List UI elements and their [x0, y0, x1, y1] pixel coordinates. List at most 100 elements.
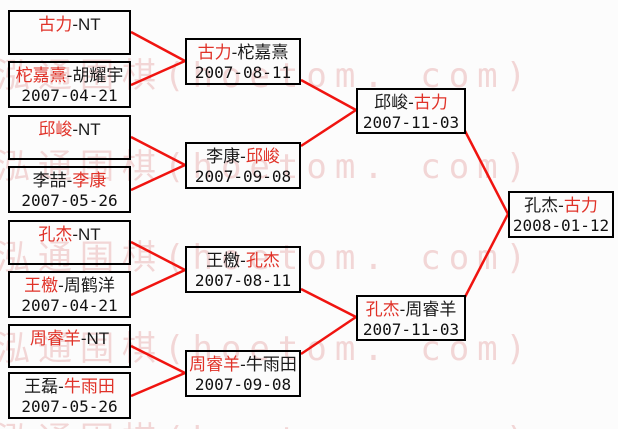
player-2: NT: [86, 329, 110, 348]
match-date: 2007-08-11: [194, 63, 292, 82]
player-2: 周鹤洋: [63, 276, 115, 295]
match-players: 古力-NT: [10, 14, 129, 35]
match-box-r2-1[interactable]: 古力-柁嘉熹 2007-08-11: [185, 38, 301, 85]
player-1: 周睿羊: [29, 329, 81, 348]
separator: -: [66, 171, 73, 190]
player-1: 王檄: [206, 251, 241, 270]
player-2: NT: [78, 15, 101, 34]
player-1: 柁嘉熹: [15, 66, 67, 85]
match-box-r1-2[interactable]: 柁嘉熹-胡耀宇 2007-04-21: [8, 61, 131, 108]
match-date: 2007-08-11: [194, 271, 292, 290]
match-players: 孔杰-NT: [10, 224, 129, 245]
match-box-r1-7[interactable]: 周睿羊-NT: [8, 324, 131, 368]
separator: -: [72, 15, 78, 34]
match-date: 2007-09-08: [194, 167, 292, 186]
match-players: 孔杰-周睿羊: [358, 299, 464, 320]
match-date: 2007-04-21: [21, 86, 118, 105]
player-1: 李喆: [32, 171, 67, 190]
match-date: 2007-09-08: [194, 375, 292, 394]
match-players: 周睿羊-牛雨田: [187, 354, 299, 375]
match-box-r1-8[interactable]: 王磊-牛雨田 2007-05-26: [8, 372, 131, 419]
match-box-r2-4[interactable]: 周睿羊-牛雨田 2007-09-08: [185, 350, 301, 397]
match-players: 王檄-孔杰: [187, 250, 299, 271]
match-players: 李喆-李康: [10, 170, 129, 191]
separator: -: [80, 329, 87, 348]
player-2: 胡耀宇: [72, 66, 124, 85]
match-players: 李康-邱峻: [187, 146, 299, 167]
match-players: 王磊-牛雨田: [10, 376, 129, 397]
match-players: 周睿羊-NT: [10, 328, 129, 349]
match-players: 王檄-周鹤洋: [10, 275, 129, 296]
connector-line: [300, 287, 357, 319]
player-1: 周睿羊: [189, 355, 241, 374]
player-2: 李康: [72, 171, 107, 190]
connector-line: [130, 163, 186, 192]
match-date: 2007-04-21: [21, 296, 118, 315]
match-box-r1-4[interactable]: 李喆-李康 2007-05-26: [8, 166, 131, 213]
connector-line: [130, 344, 186, 375]
player-2: 邱峻: [245, 147, 280, 166]
connector-line: [130, 135, 186, 167]
match-box-sf-1[interactable]: 邱峻-古力 2007-11-03: [356, 88, 466, 134]
separator: -: [399, 300, 406, 319]
match-date: 2007-05-26: [21, 191, 118, 210]
connector-line: [300, 315, 357, 356]
match-players: 柁嘉熹-胡耀宇: [10, 65, 129, 86]
separator: -: [240, 251, 246, 270]
separator: -: [58, 276, 64, 295]
player-1: 王磊: [24, 377, 59, 396]
separator: -: [66, 66, 73, 85]
match-date: 2008-01-12: [512, 216, 610, 235]
separator: -: [240, 355, 246, 374]
separator: -: [72, 225, 78, 244]
match-box-r1-6[interactable]: 王檄-周鹤洋 2007-04-21: [8, 271, 131, 318]
connector-line: [130, 268, 186, 297]
player-1: 邱峻: [374, 93, 409, 112]
connector-line: [463, 130, 510, 215]
watermark-text: 泓通围棋(hoetom. com): [0, 329, 535, 369]
connector-line: [300, 78, 357, 112]
player-1: 古力: [38, 15, 73, 34]
separator: -: [231, 43, 238, 62]
player-2: NT: [78, 225, 101, 244]
player-2: 孔杰: [245, 251, 280, 270]
match-date: 2007-11-03: [362, 113, 460, 132]
match-box-r1-5[interactable]: 孔杰-NT: [8, 220, 131, 265]
connector-line: [130, 240, 186, 272]
player-2: 周睿羊: [405, 300, 457, 319]
player-2: 柁嘉熹: [237, 43, 289, 62]
match-box-r2-2[interactable]: 李康-邱峻 2007-09-08: [185, 142, 301, 189]
player-2: NT: [78, 120, 101, 139]
player-1: 孔杰: [38, 225, 73, 244]
player-1: 王檄: [24, 276, 59, 295]
separator: -: [408, 93, 414, 112]
match-date: 2007-11-03: [362, 320, 460, 339]
player-2: 古力: [563, 196, 598, 215]
match-box-sf-2[interactable]: 孔杰-周睿羊 2007-11-03: [356, 295, 466, 341]
match-box-r2-3[interactable]: 王檄-孔杰 2007-08-11: [185, 246, 301, 293]
separator: -: [558, 196, 564, 215]
match-box-r1-1[interactable]: 古力-NT: [8, 10, 131, 55]
match-players: 邱峻-NT: [10, 119, 129, 140]
separator: -: [240, 147, 246, 166]
connector-line: [300, 108, 357, 148]
connector-line: [130, 59, 186, 87]
match-players: 邱峻-古力: [358, 92, 464, 113]
match-box-final[interactable]: 孔杰-古力 2008-01-12: [508, 191, 614, 238]
player-1: 古力: [197, 43, 232, 62]
player-2: 牛雨田: [63, 377, 115, 396]
player-2: 古力: [413, 93, 448, 112]
connector-line: [463, 213, 510, 298]
match-players: 古力-柁嘉熹: [187, 42, 299, 63]
player-2: 牛雨田: [245, 355, 297, 374]
watermark-text: 泓通围棋(hoetom. com): [0, 412, 618, 429]
separator: -: [72, 120, 78, 139]
player-1: 孔杰: [365, 300, 400, 319]
connector-line: [130, 30, 186, 63]
match-date: 2007-05-26: [21, 397, 118, 416]
player-1: 邱峻: [38, 120, 73, 139]
connector-line: [130, 371, 186, 398]
match-box-r1-3[interactable]: 邱峻-NT: [8, 115, 131, 160]
